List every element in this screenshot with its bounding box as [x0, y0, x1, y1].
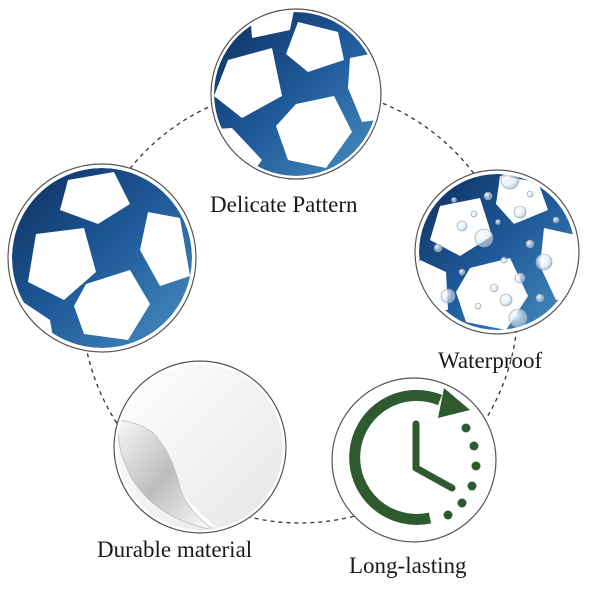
ball-badge-left — [7, 163, 197, 353]
feature-label-durable: Durable material — [97, 537, 253, 562]
clock-arrow-icon — [349, 388, 481, 525]
long-lasting-badge — [331, 377, 497, 543]
feature-label-pattern: Delicate Pattern — [210, 192, 358, 217]
pattern-badge — [210, 8, 382, 180]
soccer-ball-icon — [214, 12, 378, 176]
waterproof-badge — [414, 169, 580, 335]
durable-badge — [113, 360, 287, 534]
feature-label-long-lasting: Long-lasting — [349, 553, 467, 578]
peel-corner-icon — [117, 419, 218, 530]
feature-label-waterproof: Waterproof — [438, 348, 543, 373]
